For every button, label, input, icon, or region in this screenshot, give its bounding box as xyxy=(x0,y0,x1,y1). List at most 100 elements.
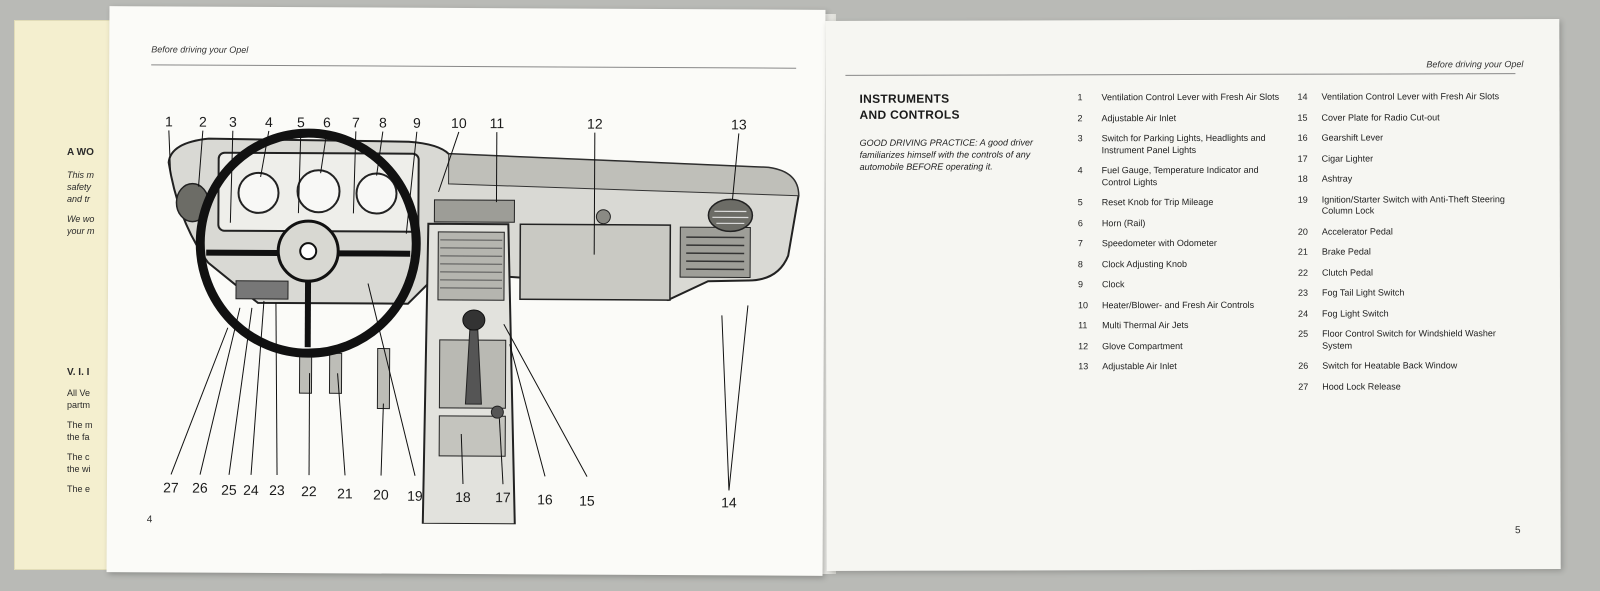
legend-number: 24 xyxy=(1298,308,1309,319)
legend-item: 16 Gearshift Lever xyxy=(1298,132,1508,144)
legend-text: Switch for Parking Lights, Headlights an… xyxy=(1101,132,1266,155)
legend-number: 3 xyxy=(1077,133,1083,144)
callout-label: 24 xyxy=(243,482,259,498)
legend-text: Speedometer with Odometer xyxy=(1101,237,1217,249)
under-text: the fa xyxy=(67,432,90,442)
legend-list-left: 1 Ventilation Control Lever with Fresh Ai… xyxy=(1077,92,1288,382)
legend-item: 10 Heater/Blower- and Fresh Air Controls xyxy=(1078,299,1288,311)
legend-text: Glove Compartment xyxy=(1102,340,1183,351)
legend-text: Switch for Heatable Back Window xyxy=(1322,360,1458,371)
left-page: Before driving your Opel xyxy=(106,6,826,576)
under-text: The e xyxy=(67,484,91,494)
callout-label: 15 xyxy=(579,493,595,509)
driving-practice-note: GOOD DRIVING PRACTICE: A good driver fam… xyxy=(859,137,1033,172)
legend-number: 21 xyxy=(1297,246,1308,257)
legend-number: 5 xyxy=(1077,197,1083,208)
callout-label: 14 xyxy=(721,494,737,510)
legend-item: 6 Horn (Rail) xyxy=(1078,217,1288,229)
under-text: the wi xyxy=(67,464,91,474)
callout-label: 17 xyxy=(495,489,511,505)
legend-item: 24 Fog Light Switch xyxy=(1298,308,1508,320)
legend-number: 16 xyxy=(1297,132,1308,143)
callout-label: 22 xyxy=(301,483,317,499)
legend-number: 2 xyxy=(1077,112,1083,123)
legend-text: Cigar Lighter xyxy=(1321,153,1374,164)
legend-text: Ashtray xyxy=(1321,173,1353,184)
legend-text: Heater/Blower- and Fresh Air Controls xyxy=(1102,299,1255,310)
legend-text: Hood Lock Release xyxy=(1322,380,1401,392)
right-page: Before driving your Opel INSTRUMENTS AND… xyxy=(825,19,1561,571)
page-number: 4 xyxy=(146,514,153,526)
callout-label: 18 xyxy=(455,489,471,505)
running-head: Before driving your Opel xyxy=(1426,59,1524,70)
legend-number: 26 xyxy=(1298,360,1309,371)
legend-number: 6 xyxy=(1077,217,1083,228)
legend-text: Gearshift Lever xyxy=(1321,132,1384,143)
under-text: your m xyxy=(67,226,95,236)
callout-label: 10 xyxy=(451,115,467,131)
running-head: Before driving your Opel xyxy=(151,44,249,55)
legend-text: Reset Knob for Trip Mileage xyxy=(1101,196,1214,208)
legend-number: 9 xyxy=(1077,279,1084,290)
legend-text: Clock xyxy=(1101,279,1125,290)
legend-item: 11 Multi Thermal Air Jets xyxy=(1078,320,1288,332)
legend-number: 27 xyxy=(1298,381,1309,392)
legend-number: 17 xyxy=(1297,153,1308,164)
legend-item: 7 Speedometer with Odometer xyxy=(1078,238,1288,250)
callout-label: 2 xyxy=(199,114,207,130)
callout-label: 3 xyxy=(229,114,237,130)
under-text: A WO xyxy=(67,147,94,158)
under-text: We wo xyxy=(67,214,95,224)
under-text: and tr xyxy=(67,194,91,204)
callout-label: 12 xyxy=(587,116,603,132)
section-title-line: INSTRUMENTS xyxy=(859,91,950,106)
legend-number: 1 xyxy=(1077,92,1083,103)
legend-text: Clutch Pedal xyxy=(1321,267,1373,278)
legend-text: Ventilation Control Lever with Fresh Air… xyxy=(1101,91,1280,103)
page-number: 5 xyxy=(1515,525,1521,537)
legend-text: Adjustable Air Inlet xyxy=(1102,361,1177,372)
legend-text: Clock Adjusting Knob xyxy=(1101,258,1187,269)
section-title-line: AND CONTROLS xyxy=(859,107,960,122)
callout-label: 26 xyxy=(192,480,208,496)
legend-number: 13 xyxy=(1078,361,1089,372)
legend-text: Ignition/Starter Switch with Anti-Theft … xyxy=(1321,193,1505,216)
legend-number: 4 xyxy=(1077,165,1083,176)
legend-text: Adjustable Air Inlet xyxy=(1101,112,1177,123)
callout-label: 1 xyxy=(165,113,173,129)
legend-number: 11 xyxy=(1078,320,1088,331)
under-text: The c xyxy=(67,452,90,462)
legend-number: 18 xyxy=(1297,173,1308,184)
legend-item: 13 Adjustable Air Inlet xyxy=(1078,361,1288,373)
header-rule xyxy=(151,64,797,69)
legend-text: Accelerator Pedal xyxy=(1321,225,1393,237)
legend-number: 14 xyxy=(1297,91,1308,102)
section-title: INSTRUMENTS AND CONTROLS xyxy=(859,91,959,123)
legend-item: 2 Adjustable Air Inlet xyxy=(1078,112,1288,124)
callout-label: 25 xyxy=(221,482,237,498)
callout-label: 16 xyxy=(537,491,553,507)
legend-item: 27 Hood Lock Release xyxy=(1298,381,1508,393)
legend-number: 7 xyxy=(1077,238,1083,249)
legend-number: 20 xyxy=(1297,226,1308,237)
legend-item: 17 Cigar Lighter xyxy=(1298,153,1508,165)
callout-label: 9 xyxy=(413,115,421,131)
header-rule xyxy=(845,73,1516,76)
legend-text: Fog Light Switch xyxy=(1322,307,1389,319)
callout-label: 21 xyxy=(337,485,353,501)
legend-number: 10 xyxy=(1078,299,1089,310)
dashboard-diagram: 1 2 3 4 5 6 7 8 9 10 11 12 13 27 26 25 2… xyxy=(163,113,800,526)
callout-label: 4 xyxy=(265,114,273,130)
callout-label: 19 xyxy=(407,488,423,504)
under-text: safety xyxy=(67,182,92,192)
legend-text: Multi Thermal Air Jets xyxy=(1102,320,1189,331)
callout-label: 11 xyxy=(490,115,505,131)
legend-text: Horn (Rail) xyxy=(1101,217,1146,228)
